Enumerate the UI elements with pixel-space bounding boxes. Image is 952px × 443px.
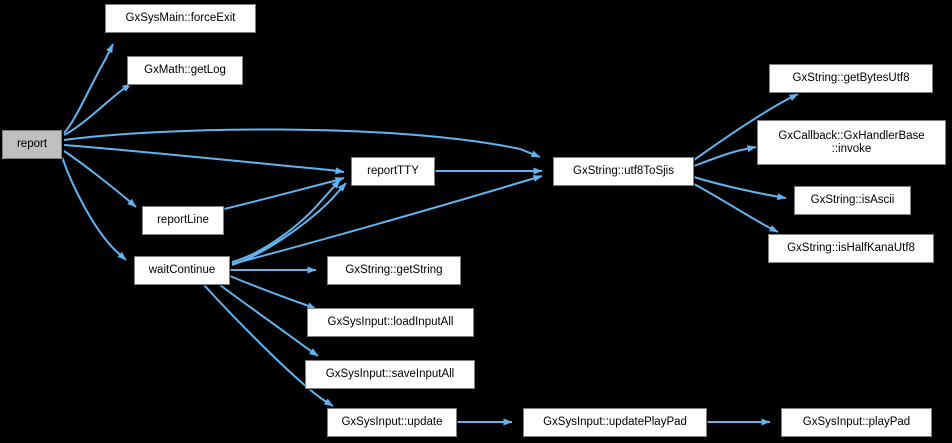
graph-node-reportTTY[interactable]: reportTTY (351, 157, 435, 186)
graph-node-reportLine[interactable]: reportLine (142, 206, 224, 235)
graph-node-getString[interactable]: GxString::getString (327, 256, 461, 285)
graph-node-utf8ToSjis[interactable]: GxString::utf8ToSjis (553, 157, 694, 186)
graph-node-updatePlayPad[interactable]: GxSysInput::updatePlayPad (523, 408, 707, 437)
graph-node-update[interactable]: GxSysInput::update (327, 408, 457, 437)
graph-node-getBytesUtf8[interactable]: GxString::getBytesUtf8 (769, 64, 933, 93)
graph-node-saveInputAll[interactable]: GxSysInput::saveInputAll (305, 360, 475, 389)
graph-node-playPad[interactable]: GxSysInput::playPad (781, 408, 932, 437)
graph-node-isHalfKanaUtf8[interactable]: GxString::isHalfKanaUtf8 (768, 234, 934, 263)
graph-node-invoke[interactable]: GxCallback::GxHandlerBase ::invoke (757, 120, 946, 165)
graph-node-report[interactable]: report (2, 130, 62, 159)
graph-node-loadInputAll[interactable]: GxSysInput::loadInputAll (307, 308, 474, 337)
graph-node-waitContinue[interactable]: waitContinue (134, 256, 230, 285)
graph-node-forceExit[interactable]: GxSysMain::forceExit (105, 4, 256, 33)
graph-node-getLog[interactable]: GxMath::getLog (127, 56, 243, 85)
graph-node-isAscii[interactable]: GxString::isAscii (794, 186, 911, 215)
